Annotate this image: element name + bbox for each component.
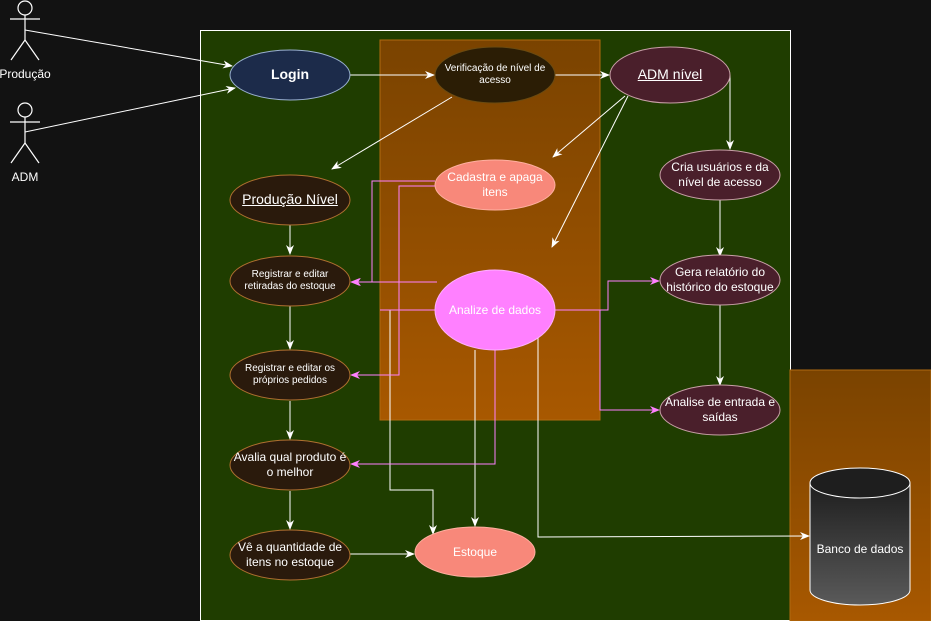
analise-entrada-node[interactable]: Analise de entrada e saídas bbox=[664, 395, 776, 424]
gera-relatorio-node[interactable]: Gera relatório do histórico do estoque bbox=[666, 265, 774, 294]
registrar-retiradas-node[interactable]: Registrar e editar retiradas do estoque bbox=[244, 268, 336, 293]
cria-usuarios-node[interactable]: Cria usuários e da nível de acesso bbox=[671, 160, 769, 189]
cria-usuarios-shape bbox=[659, 149, 781, 201]
registrar-retiradas-shape bbox=[229, 255, 351, 307]
cadastra-shape bbox=[434, 159, 556, 211]
actor-adm-label: ADM bbox=[11, 170, 39, 184]
gera-relatorio-shape bbox=[659, 254, 781, 306]
adm-nivel-shape bbox=[609, 46, 731, 104]
verificacao-node[interactable]: Verificação de nível de acesso bbox=[444, 62, 546, 87]
actor-producao-figure bbox=[10, 0, 40, 61]
ve-quantidade-shape bbox=[229, 529, 351, 581]
cadastra-node[interactable]: Cadastra e apaga itens bbox=[447, 170, 543, 199]
estoque-shape bbox=[414, 526, 536, 578]
actor-producao-label: Produção bbox=[0, 67, 51, 81]
white-connectors bbox=[24, 29, 810, 558]
registrar-pedidos-shape bbox=[229, 349, 351, 401]
login-shape bbox=[229, 49, 351, 101]
analise-entrada-shape bbox=[659, 384, 781, 436]
pink-connectors bbox=[350, 180, 660, 468]
avalia-node[interactable]: Avalia qual produto é o melhor bbox=[233, 450, 347, 479]
actor-adm-figure bbox=[10, 102, 40, 164]
ve-quantidade-node[interactable]: Vê a quantidade de itens no estoque bbox=[237, 540, 343, 569]
analize-shape bbox=[434, 269, 556, 351]
adm-nivel-node[interactable]: ADM nível bbox=[637, 66, 703, 83]
analize-node[interactable]: Analize de dados bbox=[448, 302, 542, 317]
avalia-shape bbox=[229, 439, 351, 491]
database-cylinder bbox=[809, 467, 911, 606]
estoque-node[interactable]: Estoque bbox=[452, 544, 498, 559]
registrar-pedidos-node[interactable]: Registrar e editar os próprios pedidos bbox=[244, 362, 336, 387]
login-node[interactable]: Login bbox=[270, 66, 310, 83]
producao-nivel-node[interactable]: Produção Nível bbox=[242, 191, 338, 208]
producao-nivel-shape bbox=[229, 174, 351, 226]
verificacao-shape bbox=[434, 46, 556, 104]
banco-node[interactable]: Banco de dados bbox=[816, 541, 904, 556]
